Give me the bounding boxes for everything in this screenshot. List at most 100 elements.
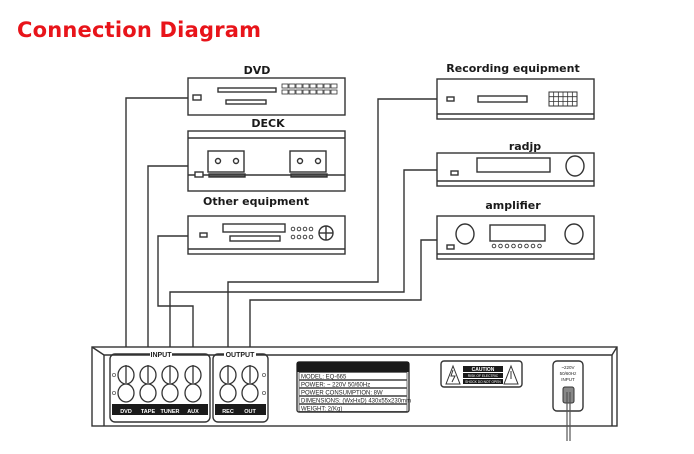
screw-icon [261, 390, 266, 395]
spec-line: WEIGHT: 2(Kg) [301, 407, 342, 413]
button-dot [296, 226, 302, 232]
dvd-button [295, 83, 303, 89]
radio-device [436, 152, 595, 187]
screw-icon [112, 372, 117, 377]
dvd-button [288, 83, 296, 89]
dvd-button [281, 89, 289, 95]
jack-socket-bottom [139, 383, 157, 403]
wire-recording [227, 98, 437, 370]
jack-label: AUX [187, 409, 199, 415]
other-equipment-device [187, 215, 346, 255]
jack-rec: REC [219, 365, 237, 415]
button-dot [498, 243, 503, 249]
wire-dvd [125, 97, 188, 370]
button-dot [524, 243, 529, 249]
wire-other [157, 235, 194, 370]
power-input-line: 50/60Hz [560, 371, 578, 376]
spec-row [298, 380, 408, 388]
spec-line: POWER CONSUMPTION: 8W [301, 391, 383, 397]
deck-label: DECK [251, 117, 285, 130]
caution-line-1: RISK OF ELECTRIC [468, 374, 499, 378]
power-cord [566, 392, 571, 441]
dvd-button [309, 83, 317, 89]
button-dot [302, 226, 308, 232]
jack-socket-bottom [161, 383, 179, 403]
jack-socket-bottom [117, 383, 135, 403]
warning-exclamation-icon [503, 364, 519, 385]
button-dot [308, 226, 314, 232]
button-dot [290, 226, 296, 232]
button-dot [504, 243, 510, 249]
jack-aux: AUX [184, 365, 202, 415]
dvd-button-grid [281, 83, 338, 95]
dvd-button [295, 89, 303, 95]
dvd-button [316, 89, 324, 95]
dvd-button [316, 83, 324, 89]
jack-label: REC [222, 409, 234, 415]
radio-label: radjp [509, 140, 541, 153]
deck-device [187, 130, 346, 192]
other-equipment-label: Other equipment [203, 195, 309, 208]
output-group-label: OUTPUT [226, 352, 256, 359]
jack-label: OUT [244, 409, 256, 415]
jack-socket-bottom [184, 383, 202, 403]
dvd-button [281, 83, 289, 89]
dvd-button [309, 89, 317, 95]
button-dot [537, 243, 542, 249]
caution-line-2: SHOCK DO NOT OPEN [465, 380, 501, 384]
jack-socket-bottom [219, 383, 237, 403]
jack-dvd: DVD [117, 365, 135, 415]
spec-row [298, 404, 408, 412]
button-dot [491, 243, 497, 249]
recording-equipment-label: Recording equipment [446, 62, 579, 75]
jack-out: OUT [241, 365, 259, 415]
other-equipment-buttons [290, 226, 314, 240]
dvd-button [330, 83, 338, 89]
caution-title: CAUTION [472, 367, 495, 373]
power-input-line: INPUT [561, 377, 575, 382]
jack-label: TAPE [141, 409, 156, 415]
power-socket [562, 386, 575, 404]
button-dot [511, 243, 516, 249]
dvd-button [323, 83, 331, 89]
power-input-line: ~220V [561, 365, 574, 370]
diagram-title: Connection Diagram [17, 18, 262, 42]
screw-icon [112, 390, 117, 395]
amplifier-device [436, 215, 595, 260]
jack-socket-bottom [241, 383, 259, 403]
dvd-button [302, 83, 310, 89]
dvd-device [187, 77, 346, 116]
button-dot [302, 234, 308, 240]
input-group-label: INPUT [151, 352, 173, 359]
screw-icon [261, 372, 266, 377]
recording-keypad [548, 91, 578, 107]
jack-tape: TAPE [139, 365, 157, 415]
recording-equipment-device [436, 78, 595, 120]
wire-radio [169, 169, 437, 370]
button-dot [290, 234, 296, 240]
amplifier-buttons [491, 243, 542, 249]
warning-triangle-icon [445, 364, 461, 385]
jack-label: TUNER [161, 409, 180, 415]
button-dot [530, 243, 536, 249]
dvd-button [288, 89, 296, 95]
button-dot [517, 243, 523, 249]
dvd-button [302, 89, 310, 95]
wire-deck [147, 165, 188, 370]
wire-amplifier [249, 239, 437, 370]
dvd-label: DVD [244, 64, 271, 77]
amplifier-label: amplifier [485, 199, 541, 212]
dvd-button [330, 89, 338, 95]
button-dot [308, 234, 314, 240]
spec-row [298, 388, 408, 396]
spec-line: DIMENSIONS: (WxHxD) 430x55x230mm [301, 399, 411, 405]
spec-row [298, 372, 408, 380]
jack-label: DVD [120, 409, 132, 415]
spec-line: POWER: ~ 220V 50/60Hz [301, 383, 370, 389]
spec-line: MODEL: EQ-665 [301, 375, 347, 381]
spec-row [298, 396, 408, 404]
dvd-button [323, 89, 331, 95]
